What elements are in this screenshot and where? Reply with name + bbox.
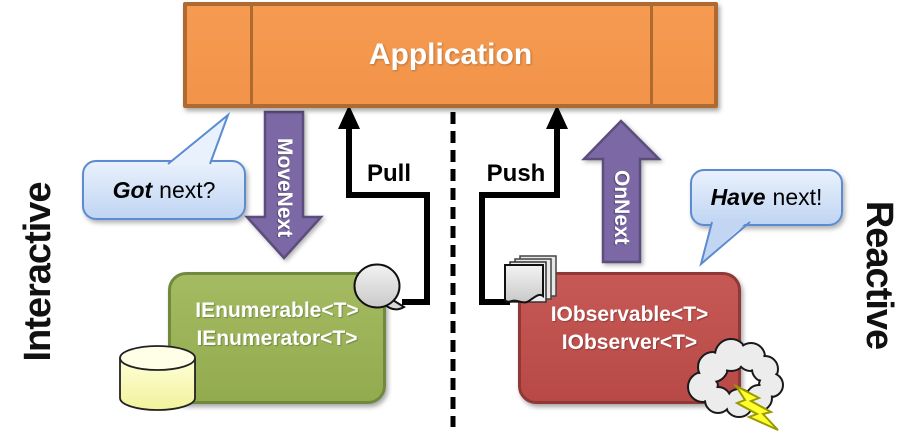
application-box: Application <box>183 2 718 108</box>
application-divider-right <box>650 6 653 104</box>
ienumerable-line2: IEnumerator<T> <box>196 327 358 350</box>
application-title: Application <box>368 38 533 71</box>
side-label-reactive: Reactive <box>858 200 900 350</box>
pull-arrowhead-icon <box>338 105 360 129</box>
side-label-interactive: Interactive <box>17 182 59 362</box>
have-next-text: next! <box>772 184 823 210</box>
application-divider-left <box>250 6 253 104</box>
got-next-bubble-tail <box>167 111 231 165</box>
iobservable-box: IObservable<T> IObserver<T> <box>518 272 741 404</box>
ienumerable-box: IEnumerable<T> IEnumerator<T> <box>168 272 386 404</box>
have-next-emphasis: Have <box>710 184 766 210</box>
on-next-label: OnNext <box>610 169 633 245</box>
iobservable-line2: IObserver<T> <box>561 331 698 354</box>
push-arrowhead-icon <box>546 105 568 129</box>
got-next-text: next? <box>159 176 216 203</box>
push-label: Push <box>486 160 546 187</box>
got-next-emphasis: Got <box>112 176 153 203</box>
iobservable-line1: IObservable<T> <box>550 303 709 326</box>
ienumerable-line1: IEnumerable<T> <box>195 299 359 322</box>
pull-label: Pull <box>366 160 411 187</box>
lightning-bolt-icon <box>733 383 779 431</box>
move-next-label: MoveNext <box>273 138 296 238</box>
